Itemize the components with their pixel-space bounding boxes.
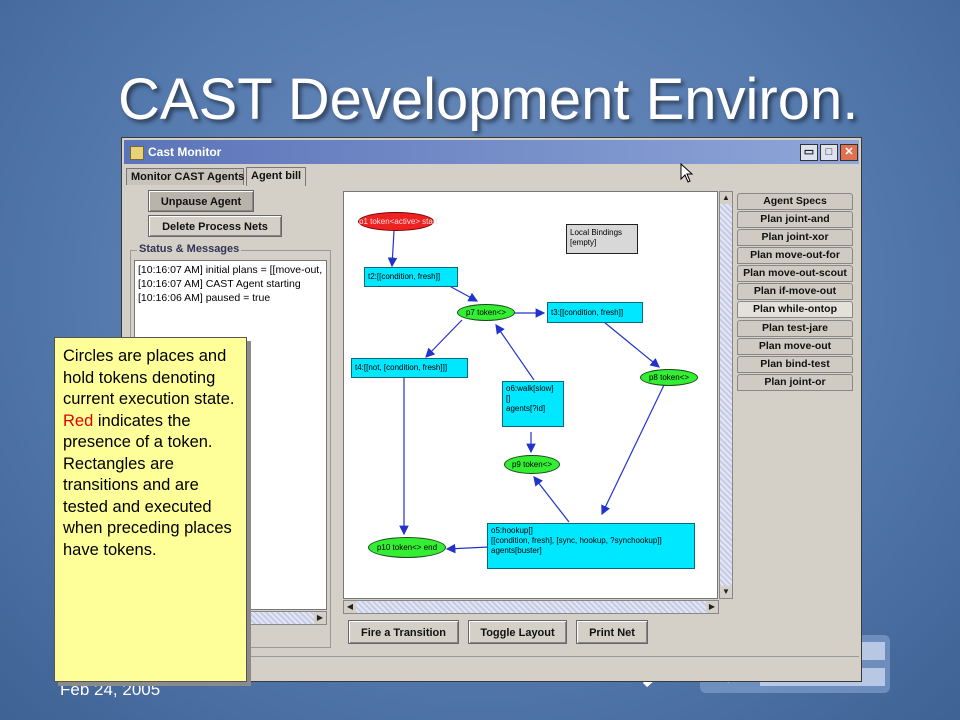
process-net-canvas[interactable]: p1 token<active> start Local Bindings [e… [343, 191, 718, 599]
scroll-down-arrow-icon[interactable]: ▼ [720, 586, 732, 598]
status-strip [124, 656, 859, 679]
place-p10[interactable]: p10 token<> end [368, 537, 446, 558]
o5-line: agents[buster] [491, 546, 542, 555]
transition-t4[interactable]: t4:[[not, [condition, fresh]]] [351, 358, 468, 378]
place-p8[interactable]: p8 token<> [640, 369, 698, 386]
plan-tab-move-out-scout[interactable]: Plan move-out-scout [737, 265, 853, 282]
place-p7[interactable]: p7 token<> [457, 304, 515, 321]
scroll-right-arrow-icon[interactable]: ▶ [706, 601, 718, 613]
print-net-button[interactable]: Print Net [576, 620, 648, 644]
canvas-vertical-scrollbar[interactable]: ▲ ▼ [719, 191, 733, 599]
minimize-button[interactable]: ▭ [800, 144, 818, 161]
o5-line: [[condition, fresh], [sync, hookup, ?syn… [491, 536, 662, 545]
explanation-callout: Circles are places and hold tokens denot… [54, 337, 247, 682]
callout-text-part1: Circles are places and hold tokens denot… [63, 347, 235, 408]
callout-text-part2: indicates the presence of a token. Recta… [63, 411, 232, 559]
scroll-up-arrow-icon[interactable]: ▲ [720, 192, 732, 204]
plan-tab-joint-and[interactable]: Plan joint-and [737, 211, 853, 228]
local-bindings-box: Local Bindings [empty] [566, 224, 638, 254]
scroll-right-arrow-icon[interactable]: ▶ [314, 612, 326, 624]
o6-line: agents[?id] [506, 404, 546, 413]
bindings-title: Local Bindings [570, 228, 623, 237]
bindings-value: [empty] [570, 238, 597, 247]
transition-o6[interactable]: o6:walk[slow] [] agents[?id] [502, 381, 564, 427]
place-p1[interactable]: p1 token<active> start [358, 212, 438, 231]
plan-tab-move-out-for[interactable]: Plan move-out-for [737, 247, 853, 264]
window-title: Cast Monitor [148, 145, 222, 159]
log-line: [10:16:06 AM] paused = true [138, 292, 271, 304]
plan-tab-bind-test[interactable]: Plan bind-test [737, 356, 853, 373]
canvas-horizontal-scrollbar[interactable]: ◀ ▶ [343, 600, 719, 614]
log-line: [10:16:07 AM] CAST Agent starting [138, 278, 301, 290]
slide-title: CAST Development Environ. [118, 67, 859, 132]
plan-tab-agent-specs[interactable]: Agent Specs [737, 193, 853, 210]
app-icon [130, 146, 144, 160]
transition-t2[interactable]: t2:[[condition, fresh]] [364, 267, 458, 287]
plan-tab-test-jare[interactable]: Plan test-jare [737, 320, 853, 337]
o6-line: o6:walk[slow] [506, 384, 554, 393]
close-button[interactable]: ✕ [840, 144, 858, 161]
title-bar: Cast Monitor ▭ □ ✕ [124, 140, 859, 164]
plan-tab-move-out[interactable]: Plan move-out [737, 338, 853, 355]
maximize-button[interactable]: □ [820, 144, 838, 161]
log-line: [10:16:07 AM] initial plans = [[move-out… [138, 264, 323, 276]
plan-tab-if-move-out[interactable]: Plan if-move-out [737, 283, 853, 300]
delete-process-nets-button[interactable]: Delete Process Nets [148, 215, 282, 237]
transition-o5[interactable]: o5:hookup[] [[condition, fresh], [sync, … [487, 523, 695, 569]
toggle-layout-button[interactable]: Toggle Layout [468, 620, 567, 644]
o6-line: [] [506, 394, 511, 403]
plan-tab-joint-or[interactable]: Plan joint-or [737, 374, 853, 391]
footer-date: Feb 24, 2005 [60, 680, 161, 699]
unpause-agent-button[interactable]: Unpause Agent [148, 190, 254, 212]
plan-tab-joint-xor[interactable]: Plan joint-xor [737, 229, 853, 246]
tab-monitor-cast-agents[interactable]: Monitor CAST Agents [126, 168, 244, 185]
tab-agent-bill[interactable]: Agent bill [246, 167, 306, 186]
status-legend: Status & Messages [137, 243, 242, 255]
o5-line: o5:hookup[] [491, 526, 533, 535]
fire-transition-button[interactable]: Fire a Transition [348, 620, 459, 644]
callout-red-word: Red [63, 411, 94, 430]
plan-tab-while-ontop[interactable]: Plan while-ontop [737, 301, 853, 318]
scroll-left-arrow-icon[interactable]: ◀ [344, 601, 356, 613]
mouse-cursor-icon [680, 163, 694, 183]
place-p9[interactable]: p9 token<> [504, 455, 560, 474]
transition-t3[interactable]: t3:[[condition, fresh]] [547, 302, 643, 323]
